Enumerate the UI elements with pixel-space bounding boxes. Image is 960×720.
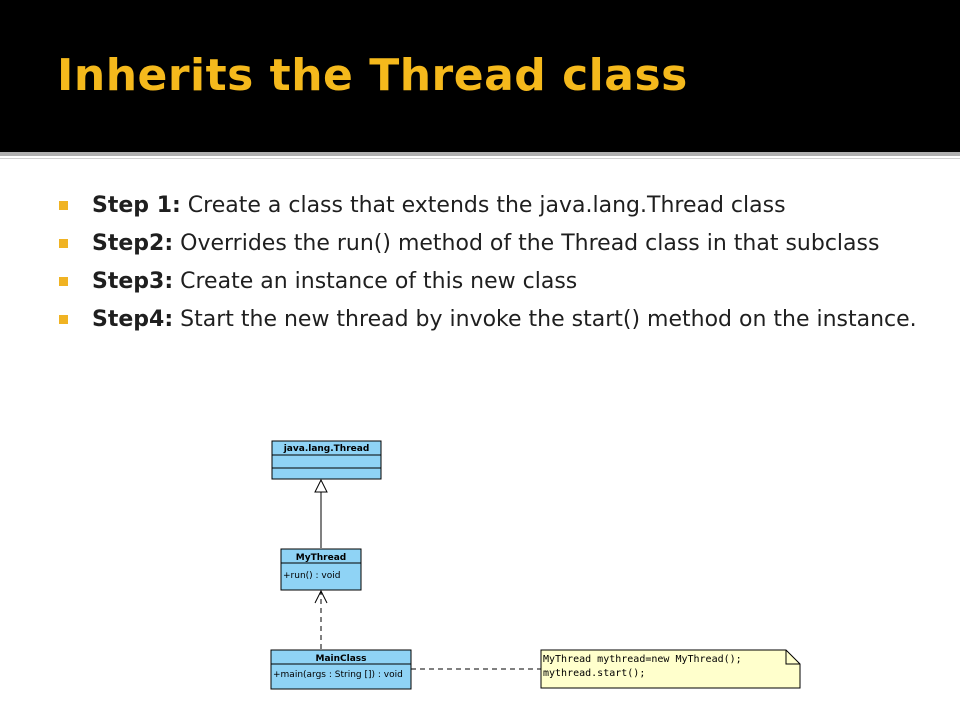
step-item-4: Step4: Start the new thread by invoke th… xyxy=(57,301,917,339)
mythread-class-name: MyThread xyxy=(296,553,346,563)
inheritance-arrowhead-icon xyxy=(314,478,328,493)
title-divider-thin xyxy=(0,158,960,159)
bullet-square-icon xyxy=(59,201,68,210)
step-label: Step2: xyxy=(92,231,174,256)
title-bar: Inherits the Thread class xyxy=(0,0,960,152)
step-item-3: Step3: Create an instance of this new cl… xyxy=(57,263,917,301)
mainclass-box: MainClass +main(args : String []) : void xyxy=(270,649,412,690)
mythread-class-box: MyThread +run() : void xyxy=(280,548,362,591)
step-item-1: Step 1: Create a class that extends the … xyxy=(57,187,917,225)
mainclass-method: +main(args : String []) : void xyxy=(273,670,403,680)
slide-title: Inherits the Thread class xyxy=(57,50,688,101)
step-list: Step 1: Create a class that extends the … xyxy=(57,187,917,339)
step-text: Overrides the run() method of the Thread… xyxy=(173,231,880,256)
code-note: MyThread mythread=new MyThread(); mythre… xyxy=(540,649,801,689)
step-label: Step3: xyxy=(92,269,174,294)
bullet-square-icon xyxy=(59,315,68,324)
bullet-square-icon xyxy=(59,239,68,248)
mythread-method: +run() : void xyxy=(283,571,340,581)
dependency-arrowhead-icon xyxy=(314,589,328,604)
step-text: Create an instance of this new class xyxy=(173,269,578,294)
thread-class-box: java.lang.Thread xyxy=(271,440,382,480)
step-label: Step4: xyxy=(92,307,174,332)
note-fold-icon xyxy=(785,650,800,665)
bullet-square-icon xyxy=(59,277,68,286)
step-item-2: Step2: Overrides the run() method of the… xyxy=(57,225,917,263)
note-line-1: MyThread mythread=new MyThread(); xyxy=(543,654,742,665)
step-text: Create a class that extends the java.lan… xyxy=(180,193,786,218)
step-text: Start the new thread by invoke the start… xyxy=(173,307,917,332)
thread-class-name: java.lang.Thread xyxy=(283,444,370,454)
step-label: Step 1: xyxy=(92,193,181,218)
title-divider xyxy=(0,152,960,156)
mainclass-name: MainClass xyxy=(316,654,367,664)
note-line-2: mythread.start(); xyxy=(543,668,645,679)
